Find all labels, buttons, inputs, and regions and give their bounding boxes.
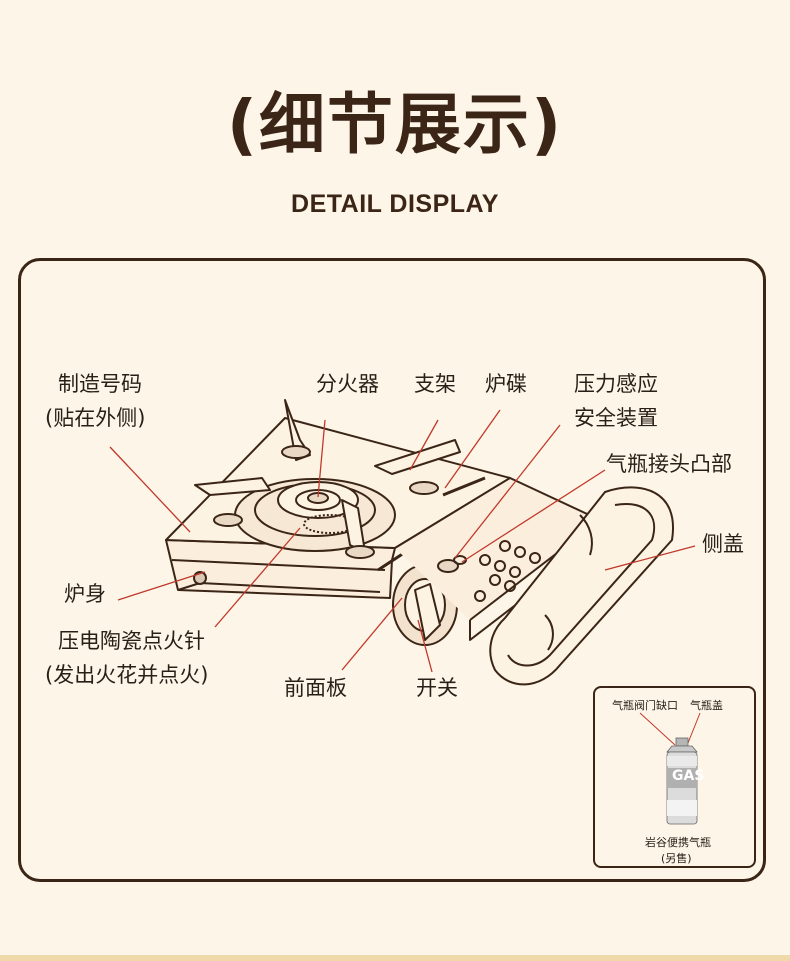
inset-label-cap: 气瓶盖 bbox=[690, 699, 723, 712]
label-serial-number: 制造号码 bbox=[58, 372, 142, 396]
bottom-bar bbox=[0, 955, 790, 961]
side-cover bbox=[489, 486, 675, 686]
inset-label-canister-note: (另售) bbox=[661, 852, 692, 865]
label-side-cover: 侧盖 bbox=[702, 532, 744, 556]
label-stove-body: 炉身 bbox=[64, 582, 106, 606]
label-igniter-2: (发出火花并点火) bbox=[45, 663, 209, 687]
page-subtitle: DETAIL DISPLAY bbox=[291, 190, 499, 218]
label-pressure-safety-2: 安全装置 bbox=[574, 406, 658, 430]
inset-label-canister-name: 岩谷便携气瓶 bbox=[645, 836, 711, 849]
can-brand-text: GAS bbox=[672, 768, 705, 784]
label-serial-number-note: (贴在外侧) bbox=[45, 406, 146, 430]
canister-inset bbox=[593, 686, 756, 868]
gas-canister-illustration bbox=[639, 712, 701, 825]
label-drip-tray: 炉碟 bbox=[485, 372, 527, 396]
label-switch: 开关 bbox=[416, 676, 458, 700]
pot-support-left bbox=[194, 477, 271, 496]
label-pot-support: 支架 bbox=[414, 372, 456, 396]
page-title: (细节展示) bbox=[226, 86, 564, 163]
inset-label-valve-notch: 气瓶阀门缺口 bbox=[612, 699, 678, 712]
leader-lines bbox=[109, 409, 696, 673]
label-canister-connector: 气瓶接头凸部 bbox=[606, 452, 732, 476]
label-front-panel: 前面板 bbox=[284, 676, 347, 700]
label-burner-head: 分火器 bbox=[316, 372, 379, 396]
switch-knob bbox=[414, 583, 441, 641]
label-igniter-1: 压电陶瓷点火针 bbox=[58, 629, 205, 653]
label-pressure-safety-1: 压力感应 bbox=[574, 372, 658, 396]
diagram-panel bbox=[18, 258, 766, 882]
